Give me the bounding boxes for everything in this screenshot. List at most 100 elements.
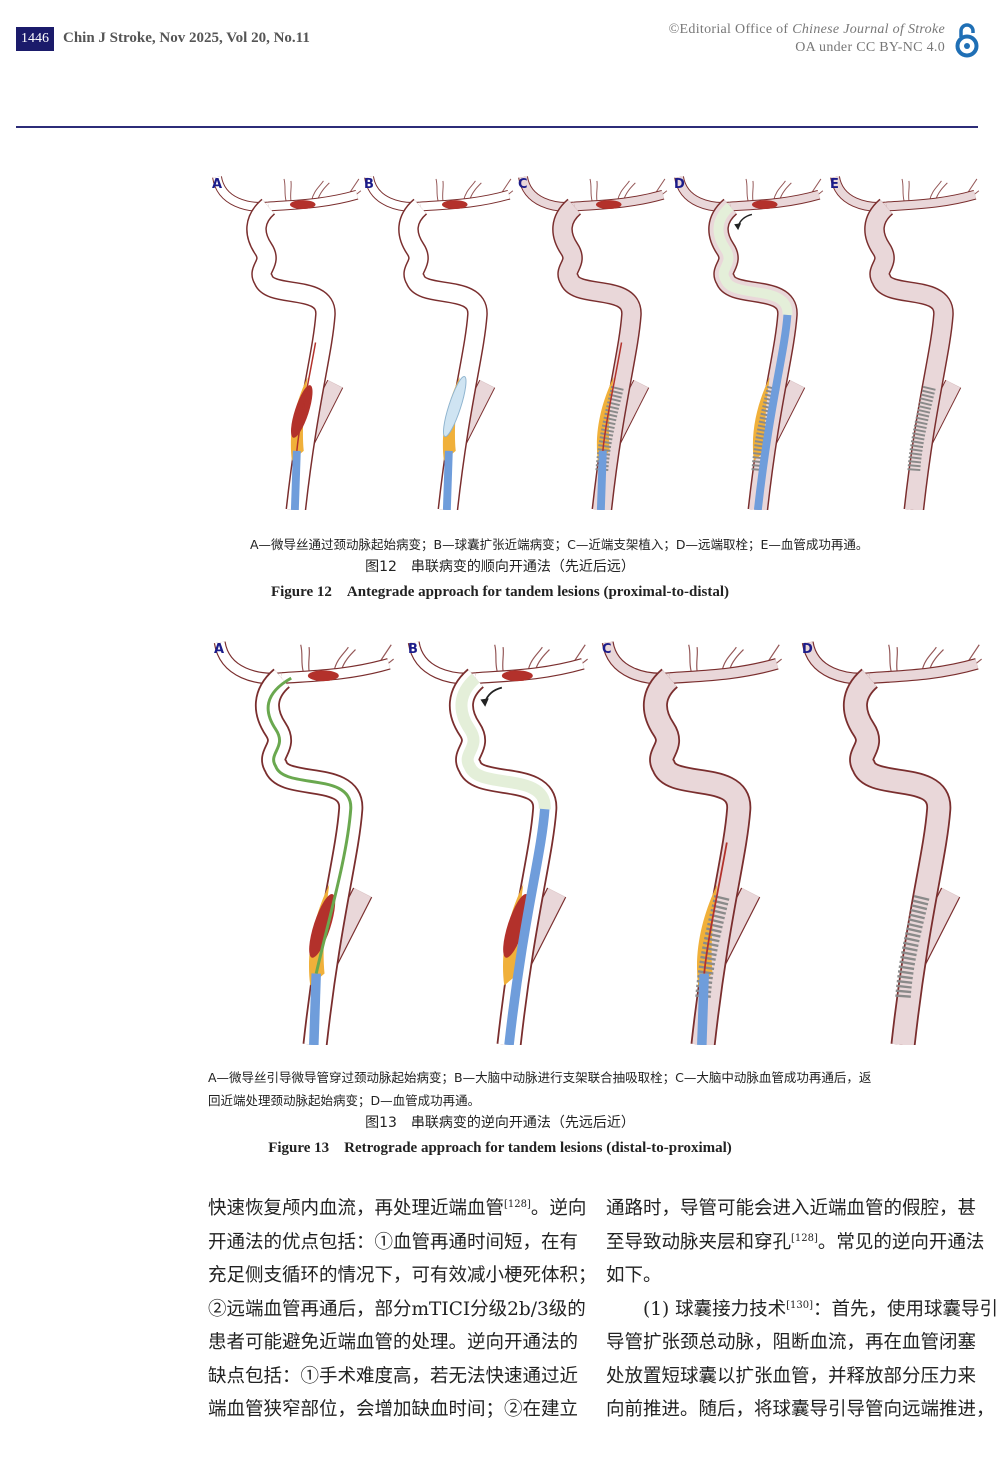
text-run: 开通法的优点包括：①血管再通时间短，在有: [208, 1231, 579, 1253]
license-text: OA under CC BY-NC 4.0: [795, 40, 945, 55]
panel-label: B: [364, 177, 374, 192]
panel-label: D: [802, 642, 813, 657]
text-run: 端血管狭窄部位，会增加缺血时间；②在建立: [208, 1399, 579, 1420]
text-run: ：首先，使用球囊导引: [812, 1298, 998, 1320]
text-run: 。常见的逆向开通法: [817, 1231, 985, 1253]
text-run: 缺点包括：①手术难度高，若无法快速通过近: [208, 1365, 579, 1387]
body-line: 快速恢复颅内血流，再处理近端血管[128]。逆向: [208, 1192, 586, 1226]
text-run: 患者可能避免近端血管的处理。逆向开通法的: [208, 1332, 579, 1353]
clot: [307, 670, 339, 682]
clot: [289, 200, 316, 209]
vessel-illustration: [212, 175, 362, 512]
figure-12-caption: A—微导丝通过颈动脉起始病变；B—球囊扩张近端病变；C—近端支架植入；D—远端取…: [250, 537, 869, 552]
body-line: (1) 球囊接力技术[130]：首先，使用球囊导引: [606, 1293, 998, 1327]
intermediate-catheter: [713, 202, 793, 316]
panel-b: B: [404, 640, 589, 1047]
body-line: 向前推进。随后，将球囊导引导管向远端推进，: [606, 1393, 995, 1427]
body-line: 端血管狭窄部位，会增加缺血时间；②在建立: [208, 1393, 583, 1427]
body-column-left: 快速恢复颅内血流，再处理近端血管[128]。逆向开通法的优点包括：①血管再通时间…: [208, 1192, 597, 1427]
text-run: 处放置短球囊以扩张血管，并释放部分压力来: [606, 1365, 977, 1387]
figure-12-title-en: Figure 12 Antegrade approach for tandem …: [270, 584, 730, 600]
microwire: [602, 342, 623, 451]
body-line: 开通法的优点包括：①血管再通时间短，在有: [208, 1226, 583, 1260]
vessel-illustration: [407, 640, 588, 1047]
vessel-illustration: [601, 640, 782, 1047]
clot: [595, 200, 622, 209]
vessel-illustration: [830, 175, 980, 512]
stent: [751, 385, 780, 472]
body-line: 至导致动脉夹层和穿孔[128]。常见的逆向开通法: [606, 1226, 984, 1260]
guide-catheter: [596, 450, 607, 511]
journal-citation: Chin J Stroke, Nov 2025, Vol 20, No.11: [63, 30, 310, 46]
stent: [907, 385, 936, 472]
microcatheter: [266, 676, 353, 974]
text-run: 快速恢复颅内血流，再处理近端血管: [208, 1198, 505, 1219]
panel-label: C: [518, 177, 528, 192]
vessel-illustration: [364, 175, 514, 512]
panel-label: C: [602, 642, 612, 657]
clot: [751, 200, 778, 209]
figure-12-title-zh: 图12 串联病变的顺向开通法（先近后远）: [365, 559, 635, 575]
panel-d: D: [798, 640, 983, 1047]
panel-label: B: [408, 642, 418, 657]
citation-ref[interactable]: [128]: [791, 1232, 818, 1244]
vessel-illustration: [518, 175, 668, 512]
guide-catheter: [290, 450, 301, 511]
panel-b: B: [360, 175, 515, 512]
panel-label: D: [674, 177, 685, 192]
text-run: (1) 球囊接力技术: [606, 1298, 787, 1320]
body-line: 如下。: [606, 1259, 981, 1293]
stent: [895, 894, 930, 998]
panel-label: E: [830, 177, 839, 192]
body-line: 患者可能避免近端血管的处理。逆向开通法的: [208, 1326, 583, 1360]
thrombus: [309, 894, 336, 958]
copyright-notice: ©Editorial Office of Chinese Journal of …: [669, 21, 945, 57]
panel-e: E: [826, 175, 981, 512]
figure-13-caption-line2: 回近端处理颈动脉起始病变；D—血管成功再通。: [208, 1093, 481, 1108]
citation-ref[interactable]: [130]: [786, 1299, 813, 1311]
body-line: 充足侧支循环的情况下，可有效减小梗死体积；: [208, 1259, 597, 1293]
text-run: 充足侧支循环的情况下，可有效减小梗死体积；: [208, 1265, 597, 1286]
vessel-illustration: [674, 175, 824, 512]
body-line: 导管扩张颈总动脉，阻断血流，再在血管闭塞: [606, 1326, 981, 1360]
microwire: [296, 342, 317, 451]
guide-catheter: [753, 314, 792, 511]
panel-label: A: [214, 642, 225, 657]
text-run: 导管扩张颈总动脉，阻断血流，再在血管闭塞: [606, 1332, 977, 1353]
open-access-icon: [955, 23, 979, 58]
figure-13-caption-line1: A—微导丝引导微导管穿过颈动脉起始病变；B—大脑中动脉进行支架联合抽吸取栓；C—…: [208, 1070, 872, 1085]
panel-d: D: [670, 175, 825, 512]
copyright-prefix: ©Editorial Office of: [668, 22, 793, 37]
figure-13-title-zh: 图13 串联病变的逆向开通法（先远后近）: [365, 1115, 635, 1131]
thrombus: [503, 894, 530, 958]
body-line: ②远端血管再通后，部分mTICI分级2b/3级的: [208, 1293, 586, 1327]
guide-catheter: [697, 973, 709, 1046]
text-run: 。逆向: [530, 1198, 587, 1219]
panel-c: C: [514, 175, 669, 512]
balloon: [443, 376, 467, 438]
text-run: 通路时，导管可能会进入近端血管的假腔，甚: [606, 1198, 977, 1219]
panel-a: A: [208, 175, 363, 512]
panel-a: A: [210, 640, 395, 1047]
citation-ref[interactable]: [128]: [504, 1198, 531, 1210]
clot: [441, 200, 468, 209]
body-line: 通路时，导管可能会进入近端血管的假腔，甚: [606, 1192, 981, 1226]
text-run: 向前推进。随后，将球囊导引导管向远端推进，: [606, 1399, 995, 1420]
panel-c: C: [598, 640, 783, 1047]
body-column-right: 通路时，导管可能会进入近端血管的假腔，甚至导致动脉夹层和穿孔[128]。常见的逆…: [606, 1192, 998, 1427]
text-run: 至导致动脉夹层和穿孔: [606, 1231, 792, 1253]
panel-label: A: [212, 177, 223, 192]
body-line: 处放置短球囊以扩张血管，并释放部分压力来: [606, 1360, 981, 1394]
thrombus: [291, 385, 313, 438]
header-rule: [16, 126, 978, 128]
body-line: 缺点包括：①手术难度高，若无法快速通过近: [208, 1360, 583, 1394]
text-run: ②远端血管再通后，部分mTICI分级2b/3级的: [208, 1298, 586, 1320]
copyright-journal: Chinese Journal of Stroke: [792, 22, 945, 37]
clot: [501, 670, 533, 682]
figure-13-title-en: Figure 13 Retrograde approach for tandem…: [268, 1140, 732, 1156]
page-number: 1446: [16, 27, 54, 51]
guide-catheter: [504, 808, 550, 1046]
vessel-illustration: [213, 640, 394, 1047]
guide-catheter: [442, 450, 453, 511]
microwire: [703, 842, 728, 974]
